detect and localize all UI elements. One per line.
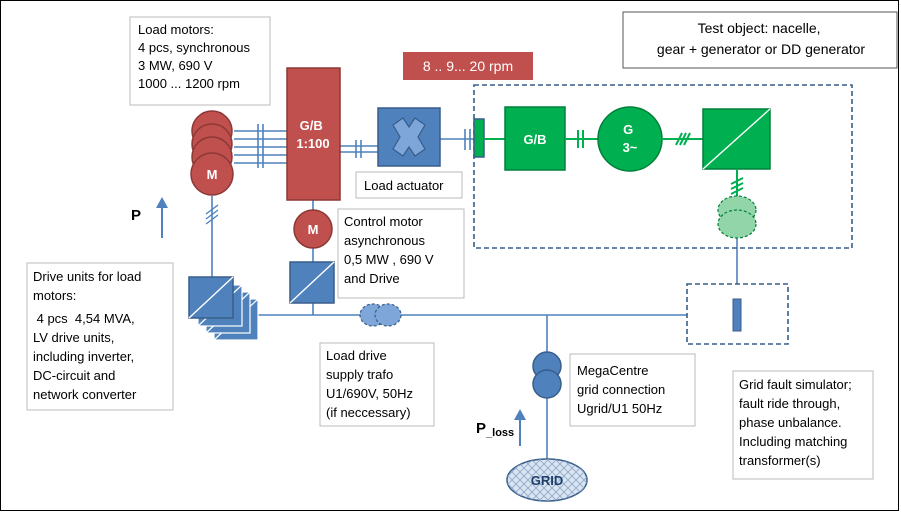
test-generator: G 3~ (597, 106, 663, 172)
load-actuator (377, 107, 441, 167)
drive-units-line-3: 4 pcs 4,54 MVA, (33, 311, 135, 326)
load-gearbox-label-2: 1:100 (296, 136, 329, 151)
drive-units-line-2: motors: (33, 288, 76, 303)
load-actuator-label: Load actuator (364, 178, 444, 193)
load-drive-trafo (359, 303, 402, 327)
load-motors-line-2: 4 pcs, synchronous (138, 40, 251, 55)
grid-fault-line-1: Grid fault simulator; (739, 377, 852, 392)
load-motors-line-3: 3 MW, 690 V (138, 58, 213, 73)
load-drive-trafo-line-3: U1/690V, 50Hz (326, 386, 413, 401)
svg-text:P_loss: P_loss (476, 420, 514, 439)
svg-text:Load drive supply trafo: Load drive supply trafo U1/690V, 50Hz (i… (326, 348, 417, 420)
svg-text:Control motor asynchrono: Control motor asynchronous 0,5 MW , 690 … (344, 214, 437, 286)
test-gearbox: G/B (504, 106, 566, 171)
control-motor: M (293, 209, 333, 249)
control-motor-line-2: asynchronous (344, 233, 425, 248)
motor-couplings (257, 124, 264, 168)
nacelle-coupling (464, 118, 505, 158)
motor-feed-marks (205, 204, 219, 225)
power-loss-arrow: P_loss (476, 409, 526, 446)
megacentre-box: MegaCentre grid connection Ugrid/U1 50Hz (569, 353, 696, 427)
megacentre-line-3: Ugrid/U1 50Hz (577, 401, 662, 416)
test-gearbox-label: G/B (523, 132, 546, 147)
control-motor-line-1: Control motor (344, 214, 423, 229)
grid-fault-box: Grid fault simulator; fault ride through… (732, 370, 874, 480)
load-drive-trafo-box: Load drive supply trafo U1/690V, 50Hz (i… (319, 342, 435, 427)
test-object-line-2: gear + generator or DD generator (657, 41, 866, 57)
svg-text:Load motors: 4 pcs, syn: Load motors: 4 pcs, synchronous 3 MW, 69… (138, 22, 254, 91)
grid-fault-simulator (686, 283, 789, 345)
load-drive-trafo-line-1: Load drive (326, 348, 387, 363)
megacentre-line-1: MegaCentre (577, 363, 649, 378)
grid-fault-line-5: transformer(s) (739, 453, 821, 468)
generator-feed (662, 132, 703, 146)
drive-units-line-4: LV drive units, (33, 330, 114, 345)
load-gearbox-label-1: G/B (300, 118, 323, 133)
grid-fault-line-4: Including matching (739, 434, 847, 449)
load-motors-box: Load motors: 4 pcs, synchronous 3 MW, 69… (129, 16, 271, 106)
megacentre-transformer (532, 351, 562, 399)
rpm-label: 8 .. 9... 20 rpm (423, 58, 513, 74)
converter-feed (730, 169, 744, 196)
load-actuator-box: Load actuator (355, 171, 463, 199)
drive-units-line-1: Drive units for load (33, 269, 141, 284)
load-motors-line-1: Load motors: (138, 22, 214, 37)
grid-label: GRID (531, 473, 564, 488)
control-motor-box: Control motor asynchronous 0,5 MW , 690 … (337, 208, 465, 299)
load-drive-trafo-line-2: supply trafo (326, 367, 393, 382)
control-motor-line-3: 0,5 MW , 690 V (344, 252, 434, 267)
load-motors-line-4: 1000 ... 1200 rpm (138, 76, 240, 91)
load-drive-units (188, 276, 259, 341)
load-motors-stack: M M M M (190, 110, 234, 196)
load-gearbox: G/B 1:100 (286, 67, 341, 201)
control-motor-drive (289, 261, 335, 304)
svg-text:G/B 1:100: G/B 1:100 (296, 118, 329, 151)
test-object-box: Test object: nacelle, gear + generator o… (622, 11, 898, 69)
power-loss-sub: _loss (485, 427, 514, 439)
power-arrow: P (131, 197, 168, 238)
svg-text:Drive units for load mot: Drive units for load motors: 4 pcs 4,54 … (33, 269, 145, 402)
control-motor-label: M (308, 222, 319, 237)
drive-units-line-7: network converter (33, 387, 137, 402)
load-drive-trafo-line-4: (if neccessary) (326, 405, 411, 420)
drive-units-box: Drive units for load motors: 4 pcs 4,54 … (26, 262, 174, 411)
svg-text:MegaCentre grid connecti: MegaCentre grid connection Ugrid/U1 50Hz (577, 363, 669, 416)
grid-symbol: GRID (506, 458, 588, 502)
grid-fault-line-3: phase unbalance. (739, 415, 842, 430)
converter-transformer (717, 195, 757, 239)
test-converter (702, 108, 771, 170)
gearbox-couplings (355, 140, 362, 158)
test-generator-label-2: 3~ (623, 140, 638, 155)
svg-text:Grid fault simulator; fa: Grid fault simulator; fault ride through… (739, 377, 855, 468)
drive-units-line-6: DC-circuit and (33, 368, 115, 383)
test-object-region (473, 84, 853, 249)
test-generator-label-1: G (623, 122, 633, 137)
svg-text:Test object: nacelle, ge: Test object: nacelle, gear + generator o… (657, 20, 866, 57)
grid-fault-line-2: fault ride through, (739, 396, 840, 411)
megacentre-line-2: grid connection (577, 382, 665, 397)
test-shaft-1 (565, 130, 598, 148)
svg-text:G 3~: G 3~ (623, 122, 638, 155)
power-label: P (131, 207, 141, 224)
load-motor-4 (190, 152, 234, 196)
control-motor-line-4: and Drive (344, 271, 400, 286)
test-object-line-1: Test object: nacelle, (698, 20, 821, 36)
drive-units-line-5: including inverter, (33, 349, 134, 364)
load-motor-4-label: M (207, 167, 218, 182)
power-loss-label: P (476, 420, 486, 437)
rpm-badge: 8 .. 9... 20 rpm (403, 52, 533, 80)
